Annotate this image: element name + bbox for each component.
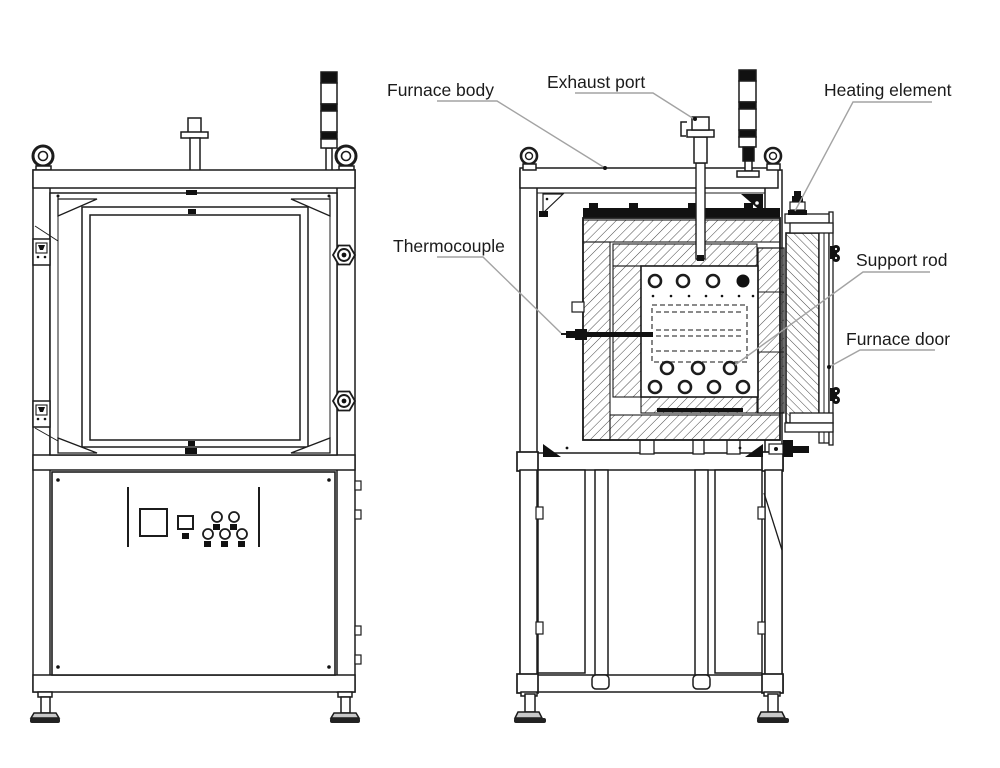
door-bottom-clip (185, 448, 197, 454)
corner-gusset (542, 193, 565, 215)
window-glass (89, 214, 301, 441)
label-furnace-body: Furnace body (387, 80, 494, 100)
heating-element-section (736, 274, 750, 288)
eye-bolt-icon (519, 146, 783, 171)
stand-panel (537, 469, 586, 674)
door-knob (830, 387, 840, 404)
panel-button (236, 528, 248, 540)
leader-support-rod (734, 271, 930, 366)
stand-frame (516, 451, 784, 694)
thermocouple-probe (561, 301, 653, 340)
leader-furnace-body (437, 100, 606, 169)
furnace-body-section (582, 191, 840, 457)
support-rod-section (722, 360, 738, 376)
small-display (177, 515, 194, 530)
stand-panel (714, 469, 763, 674)
door-top-clip (186, 190, 197, 195)
support-rod-section (659, 360, 675, 376)
corner-gusset (57, 437, 98, 454)
floor-plate (657, 408, 743, 412)
display-screen (139, 508, 168, 537)
front-view (29, 71, 362, 723)
diagonal-brace (763, 492, 783, 551)
front-door (49, 190, 338, 456)
signal-tower-icon (736, 69, 760, 178)
door-knob (830, 245, 840, 262)
label-heating-element: Heating element (824, 80, 952, 100)
corner-gusset (290, 437, 331, 454)
exhaust-pipe (680, 116, 715, 261)
leader-exhaust-port (575, 92, 695, 120)
annotations: Furnace body Exhaust port Heating elemen… (387, 72, 952, 369)
insulation-hatching (582, 219, 781, 441)
door-hinge-hardware (768, 440, 809, 457)
label-thermocouple: Thermocouple (393, 236, 505, 256)
corner-gusset (290, 198, 331, 217)
top-cover-plate (583, 208, 780, 218)
support-rod-section (690, 360, 706, 376)
corner-gusset (57, 198, 98, 217)
panel-button (211, 511, 223, 523)
panel-button (228, 511, 240, 523)
label-exhaust-port: Exhaust port (547, 72, 645, 92)
control-panel (127, 487, 260, 547)
panel-button (202, 528, 214, 540)
label-furnace-door: Furnace door (846, 329, 950, 349)
leader-heating-element (794, 101, 932, 212)
control-cabinet (51, 471, 362, 676)
exhaust-stub-front (180, 117, 209, 172)
leader-thermocouple (437, 256, 562, 334)
eye-bolt-icon (31, 144, 358, 173)
leveling-foot (513, 691, 789, 723)
chamber-contents (647, 273, 755, 395)
signal-tower-icon (320, 71, 338, 172)
door-clamp-nut (331, 244, 357, 412)
leveling-foot (29, 691, 361, 723)
door-insulation (785, 232, 820, 424)
leader-furnace-door (828, 349, 935, 368)
door-hinge (32, 225, 59, 442)
door-outer-plate (828, 211, 834, 446)
section-view (513, 69, 840, 723)
panel-button (219, 528, 231, 540)
label-support-rod: Support rod (856, 250, 947, 270)
